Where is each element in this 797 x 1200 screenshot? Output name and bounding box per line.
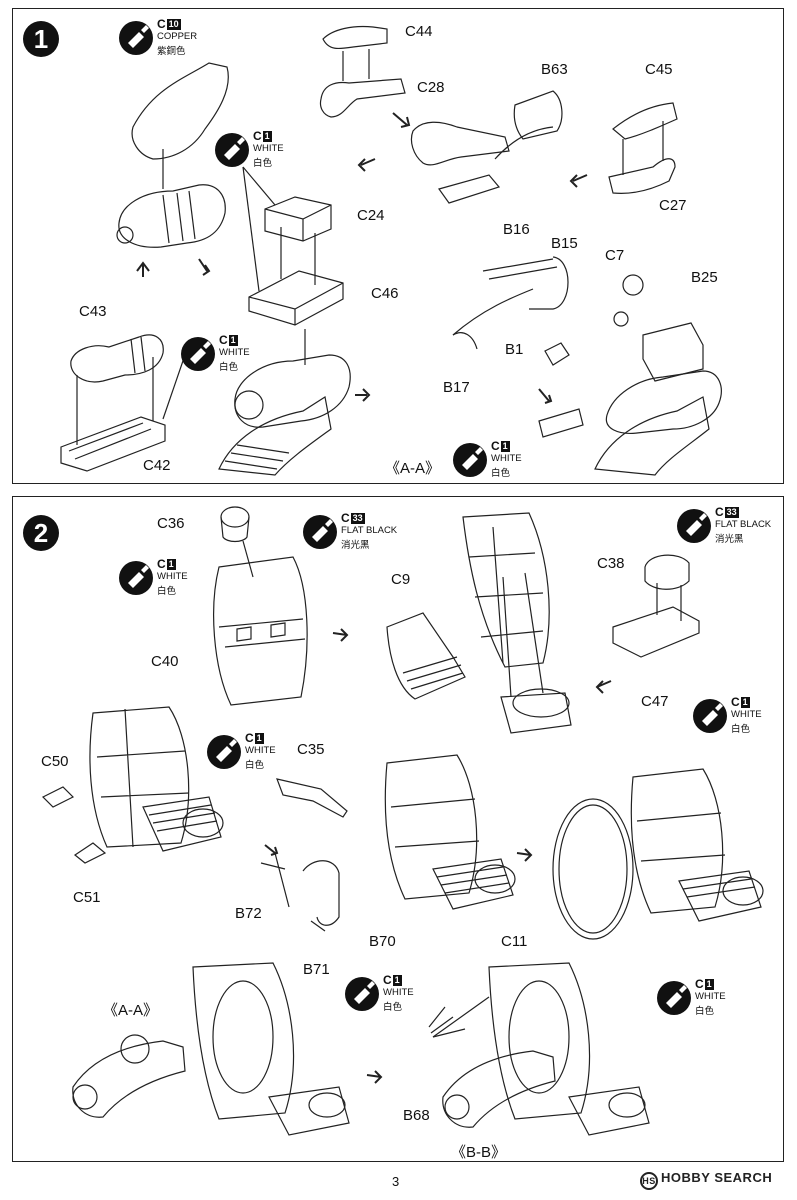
part-label: C50 bbox=[41, 753, 69, 770]
paint-brush-icon bbox=[657, 981, 691, 1015]
paint-brush-icon bbox=[303, 515, 337, 549]
section-label-a-a: 《A-A》 bbox=[385, 460, 441, 477]
part-label: C46 bbox=[371, 285, 399, 302]
part-label: C42 bbox=[143, 457, 171, 474]
part-label: C38 bbox=[597, 555, 625, 572]
part-label: C47 bbox=[641, 693, 669, 710]
part-label: C11 bbox=[501, 933, 528, 950]
step-number: 1 bbox=[23, 21, 59, 57]
part-label: C24 bbox=[357, 207, 385, 224]
page-number: 3 bbox=[392, 1174, 400, 1189]
part-label: C35 bbox=[297, 741, 325, 758]
part-label: C51 bbox=[73, 889, 101, 906]
part-label: B72 bbox=[235, 905, 262, 922]
section-label-b-b: 《B-B》 bbox=[451, 1144, 507, 1161]
step-1-panel: 1 bbox=[12, 8, 784, 484]
part-label: B17 bbox=[443, 379, 470, 396]
part-label: C44 bbox=[405, 23, 433, 40]
part-label: B15 bbox=[551, 235, 578, 252]
watermark-text: HOBBY SEARCH bbox=[661, 1170, 773, 1185]
paint-brush-icon bbox=[215, 133, 249, 167]
step-2-drawings bbox=[41, 506, 764, 1136]
part-label: B68 bbox=[403, 1107, 430, 1124]
part-label: C7 bbox=[605, 247, 625, 264]
paint-brush-icon bbox=[677, 509, 711, 543]
part-label: C9 bbox=[391, 571, 411, 588]
part-label: C36 bbox=[157, 515, 185, 532]
part-label: C40 bbox=[151, 653, 179, 670]
part-label: C45 bbox=[645, 61, 673, 78]
paint-brush-icon bbox=[453, 443, 487, 477]
paint-brush-icon bbox=[693, 699, 727, 733]
paint-brush-icon bbox=[181, 337, 215, 371]
paint-brush-icon bbox=[207, 735, 241, 769]
paint-brush-icon bbox=[345, 977, 379, 1011]
part-label: C43 bbox=[79, 303, 107, 320]
part-label: B71 bbox=[303, 961, 330, 978]
paint-brush-icon bbox=[119, 21, 153, 55]
part-label: B63 bbox=[541, 61, 568, 78]
section-label-a-a: 《A-A》 bbox=[103, 1002, 159, 1019]
step-2-panel: 2 bbox=[12, 496, 784, 1162]
part-label: C28 bbox=[417, 79, 445, 96]
part-label: B16 bbox=[503, 221, 530, 238]
step-number: 2 bbox=[23, 515, 59, 551]
part-label: B1 bbox=[505, 341, 524, 358]
step-1-drawings bbox=[60, 25, 722, 476]
part-label: C27 bbox=[659, 197, 687, 214]
part-label: B25 bbox=[691, 269, 718, 286]
part-label: B70 bbox=[369, 933, 396, 950]
watermark-logo-icon: HS bbox=[640, 1172, 658, 1190]
paint-brush-icon bbox=[119, 561, 153, 595]
